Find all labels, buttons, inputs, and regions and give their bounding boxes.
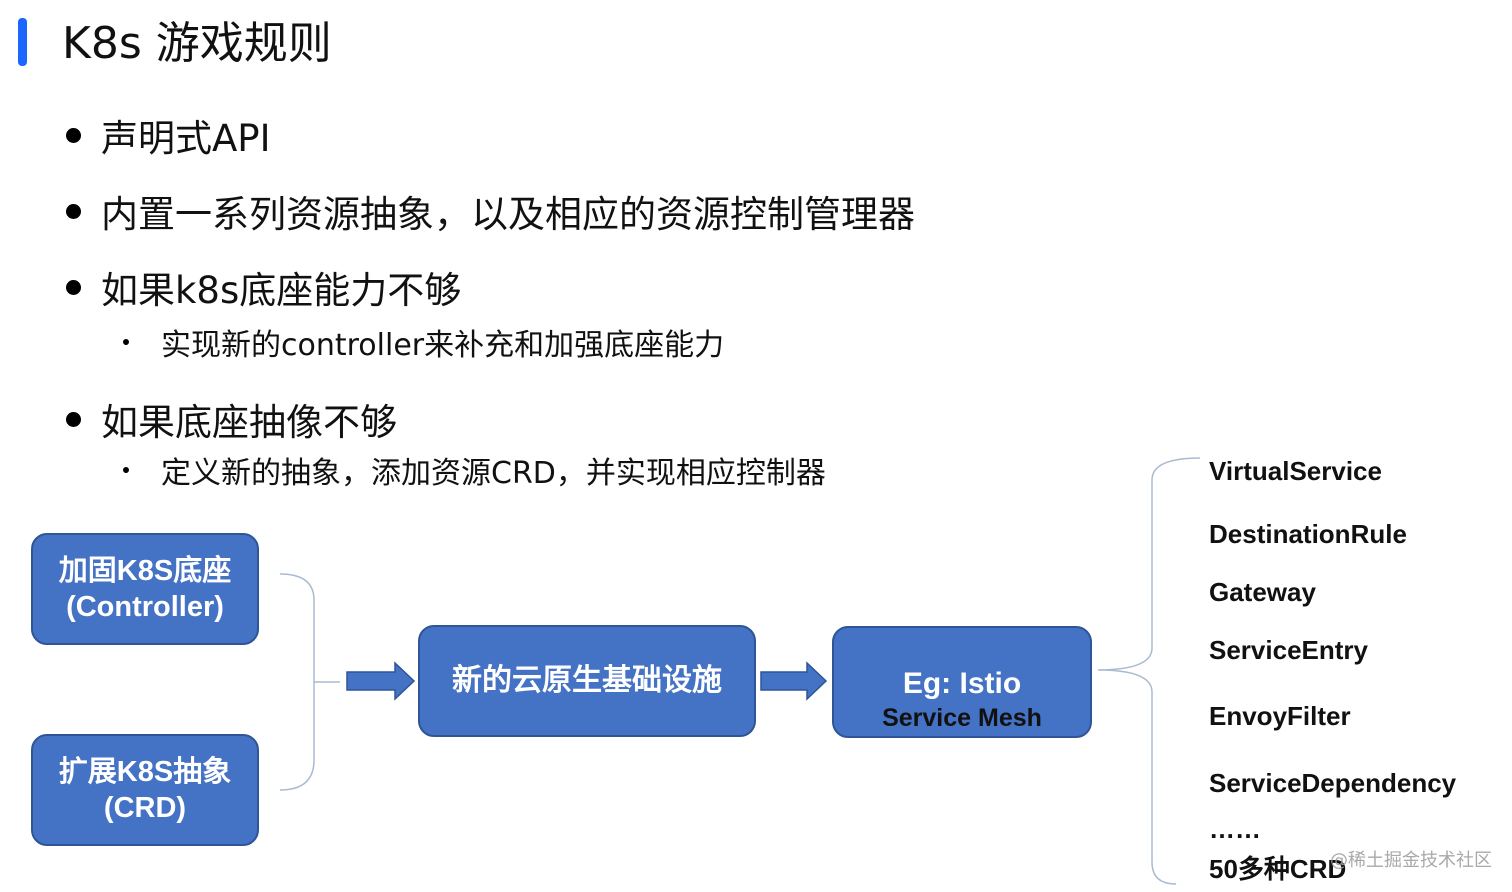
- sub-bullet-dot: [123, 339, 129, 345]
- box-controller-line2: (Controller): [66, 591, 224, 623]
- crd-item: ServiceEntry: [1209, 635, 1368, 665]
- crd-item: ……: [1209, 814, 1261, 844]
- crd-item: VirtualService: [1209, 456, 1382, 486]
- sub-bullet-item: 实现新的controller来补充和加强底座能力: [120, 322, 725, 363]
- box-infra-label: 新的云原生基础设施: [452, 664, 722, 698]
- bullet-item: 声明式API: [62, 110, 271, 160]
- crd-item: 50多种CRD: [1209, 854, 1347, 884]
- bullet-text: 内置一系列资源抽象，以及相应的资源控制管理器: [101, 193, 915, 236]
- right-bracket: [1097, 457, 1201, 885]
- crd-item: ServiceDependency: [1209, 768, 1457, 798]
- sub-bullet-item: 定义新的抽象，添加资源CRD，并实现相应控制器: [120, 450, 826, 491]
- bullet-item: 如果底座抽像不够: [62, 394, 397, 444]
- page-title: K8s 游戏规则: [62, 18, 332, 69]
- bullet-dot: [66, 411, 81, 427]
- box-istio-line2: Service Mesh: [882, 703, 1042, 732]
- arrow-to-istio: [760, 661, 828, 701]
- watermark: @稀土掘金技术社区: [1330, 850, 1492, 871]
- crd-item: DestinationRule: [1209, 519, 1407, 549]
- bullet-dot: [66, 127, 81, 143]
- box-crd: 扩展K8S抽象 (CRD): [31, 734, 259, 846]
- title-accent-bar: [18, 18, 27, 66]
- left-bracket: [279, 573, 340, 791]
- box-istio: Eg: Istio Service Mesh: [832, 626, 1092, 738]
- bullet-dot: [66, 279, 81, 295]
- box-controller-line1: 加固K8S底座: [58, 554, 232, 587]
- box-controller: 加固K8S底座 (Controller): [31, 533, 259, 645]
- box-crd-line2: (CRD): [103, 792, 187, 824]
- bullet-item: 内置一系列资源抽象，以及相应的资源控制管理器: [62, 186, 915, 236]
- sub-bullet-text: 实现新的controller来补充和加强底座能力: [161, 328, 725, 363]
- bullet-text: 如果k8s底座能力不够: [101, 269, 462, 312]
- crd-item: Gateway: [1209, 577, 1316, 607]
- arrow-to-infra: [346, 661, 416, 701]
- bullet-dot: [66, 203, 81, 219]
- bullet-text: 声明式API: [101, 117, 271, 160]
- box-crd-line1: 扩展K8S抽象: [58, 755, 232, 788]
- box-istio-line1: Eg: Istio: [902, 667, 1022, 701]
- sub-bullet-text: 定义新的抽象，添加资源CRD，并实现相应控制器: [161, 456, 826, 491]
- bullet-text: 如果底座抽像不够: [101, 401, 397, 444]
- bullet-item: 如果k8s底座能力不够: [62, 262, 461, 312]
- crd-item: EnvoyFilter: [1209, 701, 1351, 731]
- box-cloud-native-infra: 新的云原生基础设施: [418, 625, 756, 737]
- sub-bullet-dot: [123, 467, 129, 473]
